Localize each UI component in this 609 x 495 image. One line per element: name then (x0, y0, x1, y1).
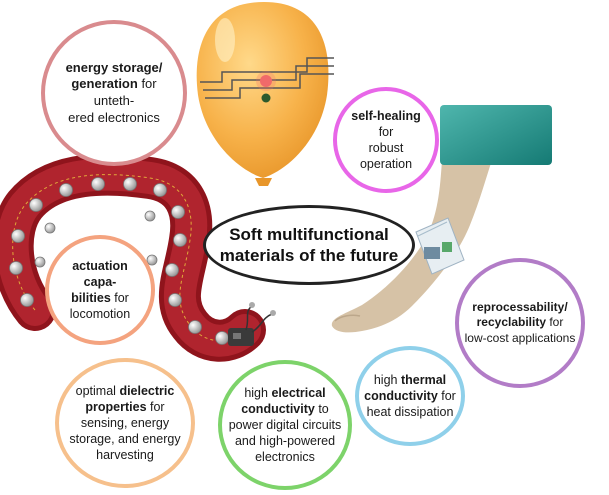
worm-studs (9, 177, 229, 345)
skin-patch-icon (415, 217, 465, 275)
energy-storage-text: energy storage/generation for unteth-ere… (65, 59, 163, 125)
title-line-2: materials of the future (219, 246, 399, 265)
energy-storage-bubble: energy storage/generation for unteth-ere… (41, 20, 187, 166)
balloon-illustration (196, 2, 334, 186)
led-icon (260, 75, 272, 87)
sleeve-icon (440, 105, 552, 165)
arm-illustration (331, 105, 552, 333)
title-oval: Soft multifunctional materials of the fu… (203, 205, 415, 285)
sensor-dot-icon (261, 93, 271, 103)
soft-robot-worm-illustration (0, 153, 276, 362)
worm-head (228, 302, 276, 346)
title-line-1: Soft multifunctional (229, 224, 389, 244)
chip-icon (424, 247, 440, 259)
